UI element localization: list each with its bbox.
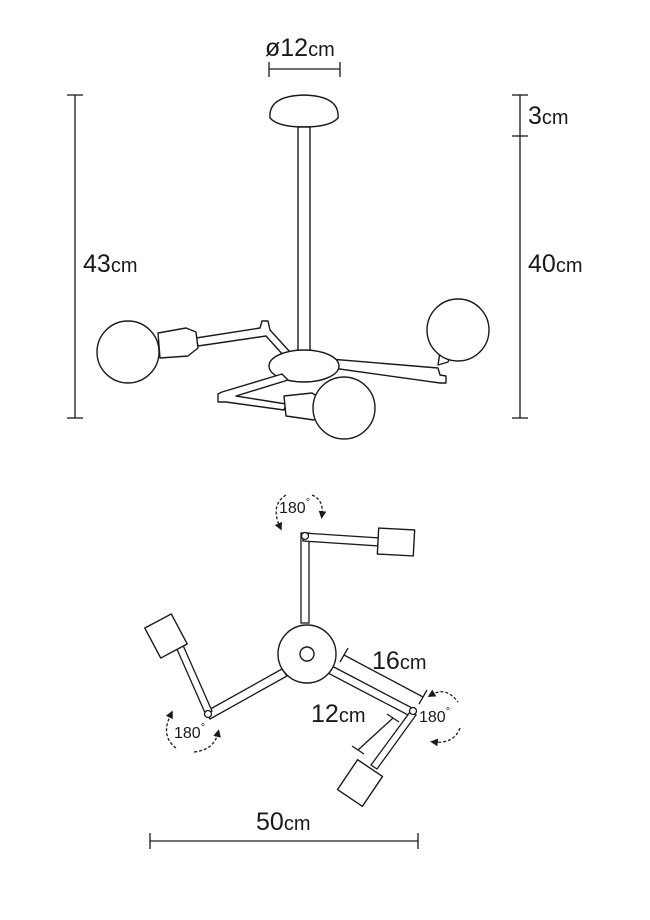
right-arm-outer <box>370 711 417 770</box>
rotation-right-arrow-top <box>427 689 459 703</box>
long-segment-line <box>343 654 424 698</box>
canopy-diameter-dimension: ø12cm <box>265 34 341 77</box>
short-segment-dimension: 12cm <box>311 700 400 755</box>
stem <box>297 126 311 354</box>
socket-bottom <box>336 758 384 808</box>
top-arm-horizontal <box>302 532 381 547</box>
top-view: 16cm 12cm 180° 180° 180° <box>144 494 461 849</box>
top-view-hub <box>277 624 337 684</box>
drop-height-label: 40cm <box>528 250 582 278</box>
left-socket <box>157 327 199 359</box>
rotation-top: 180° <box>274 494 327 531</box>
total-height-dimension: 43cm <box>67 94 137 419</box>
rotation-right: 180° <box>419 689 461 747</box>
short-segment-label: 12cm <box>311 700 365 728</box>
short-segment-tick-start <box>386 713 400 723</box>
short-segment-tick-end <box>351 745 365 755</box>
left-arm-inner <box>204 668 288 720</box>
total-height-label: 43cm <box>83 250 137 278</box>
long-segment-label: 16cm <box>372 647 426 675</box>
left-bulb <box>96 320 160 384</box>
rotation-top-arrow-left <box>274 494 287 531</box>
rotation-right-label: 180° <box>419 706 450 726</box>
rotation-top-arrow-right <box>311 494 327 519</box>
canopy <box>269 94 339 128</box>
top-view-sockets <box>144 527 416 808</box>
total-width-label: 50cm <box>256 808 310 836</box>
front-bulb <box>312 376 376 440</box>
right-bulb <box>426 298 490 362</box>
rotation-left-arrow-right <box>193 729 221 753</box>
top-arm-joint <box>300 531 310 541</box>
canopy-height-label: 3cm <box>528 102 569 130</box>
short-segment-line <box>357 717 394 751</box>
right-arm-joint <box>408 706 418 716</box>
rotation-right-arrow-bottom <box>430 727 461 747</box>
top-view-arms <box>175 531 418 770</box>
long-segment-dimension: 16cm <box>339 647 428 705</box>
central-hub <box>268 349 340 383</box>
left-arm-joint <box>203 709 213 719</box>
rotation-left: 180° <box>165 710 221 753</box>
hub-center <box>299 646 315 662</box>
rotation-left-arrow-left <box>165 710 177 749</box>
right-height-dimension: 3cm 40cm <box>512 94 582 419</box>
long-segment-tick-end <box>418 689 428 705</box>
total-width-dimension: 50cm <box>149 808 419 849</box>
socket-top <box>376 527 416 557</box>
lamp-side-drawing <box>96 94 490 440</box>
rotation-top-label: 180° <box>279 497 310 517</box>
long-segment-tick-start <box>339 647 349 663</box>
front-arm <box>217 373 289 411</box>
side-view: ø12cm 43cm 3cm 40cm <box>67 34 582 440</box>
canopy-diameter-label: ø12cm <box>265 34 335 62</box>
rotation-left-label: 180° <box>174 722 205 742</box>
top-arm-vertical <box>300 532 310 624</box>
left-arm <box>195 320 291 357</box>
left-arm-outer <box>175 642 213 716</box>
socket-left <box>144 613 188 659</box>
